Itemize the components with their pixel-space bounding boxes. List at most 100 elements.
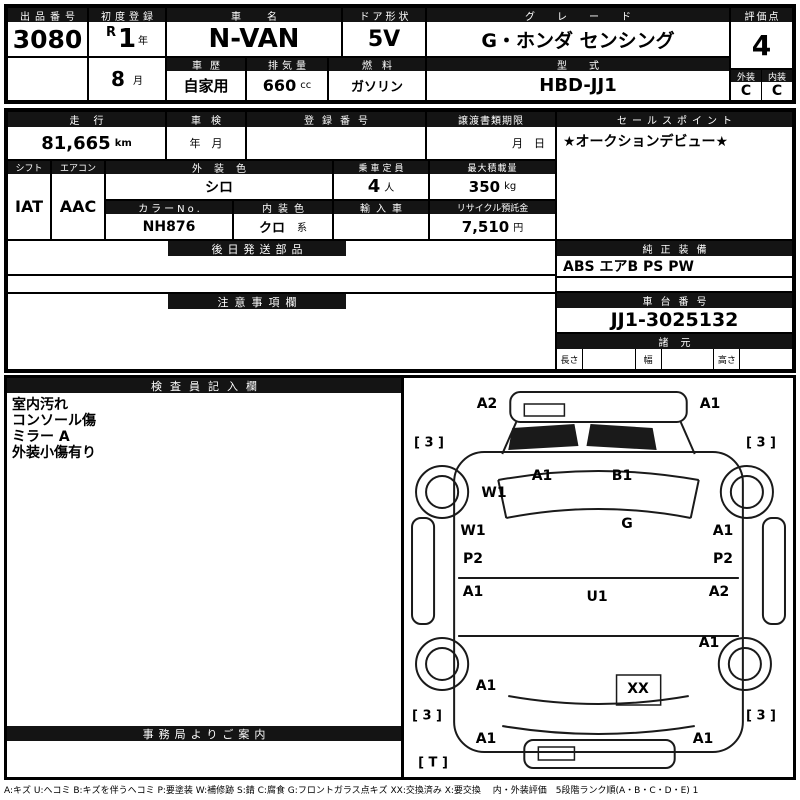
inspector-notes: 室内汚れ コンソール傷 ミラー A 外装小傷有り <box>12 397 96 461</box>
model-code-label: 型式 <box>427 58 729 71</box>
door-shape-label: ドア形状 <box>343 8 425 22</box>
damage-legend: A:キズ U:ヘコミ B:キズを伴うヘコミ P:要塗装 W:補修跡 S:錆 C:… <box>4 786 699 796</box>
interior-color-cell: 内装色 クロ 系 <box>233 200 333 240</box>
fuel-value: ガソリン <box>350 80 403 95</box>
damage-mark: A1 <box>699 396 721 412</box>
mileage-cell: 走行 81,665 km <box>7 111 166 160</box>
first-registration-month-cell: 8 月 <box>88 57 166 101</box>
import-value <box>334 214 428 239</box>
recycle-deposit-unit: 円 <box>513 223 524 234</box>
spec-width-label: 幅 <box>636 349 662 369</box>
damage-mark: A1 <box>475 731 497 747</box>
sales-point-cell: セールスポイント ★オークションデビュー★ <box>556 111 793 240</box>
history-cell: 車歴 自家用 <box>166 57 246 101</box>
import-cell: 輸入車 <box>333 200 429 240</box>
exterior-color-label: 外装色 <box>106 161 332 174</box>
damage-mark: [ 3 ] <box>746 435 776 451</box>
displacement-label: 排気量 <box>247 58 327 71</box>
damage-mark: A1 <box>712 523 734 539</box>
exhibit-no-label: 出品番号 <box>8 8 87 22</box>
interior-color-unit: 系 <box>297 223 307 234</box>
first-reg-month-unit: 月 <box>132 75 143 87</box>
damage-mark: W1 <box>481 485 507 501</box>
door-shape-cell: ドア形状 5V <box>342 7 426 57</box>
grade-value: G・ホンダ センシング <box>481 29 675 52</box>
registration-no-label: 登録番号 <box>247 112 425 127</box>
notes-label: 注意事項欄 <box>168 294 346 309</box>
recycle-deposit-cell: リサイクル預託金 7,510 円 <box>429 200 556 240</box>
spec-length-label: 長さ <box>557 349 583 369</box>
fuel-cell: 燃料 ガソリン <box>328 57 426 101</box>
damage-mark: [ 3 ] <box>412 708 442 724</box>
score-cell: 評価点 4 <box>730 7 793 69</box>
transfer-deadline-label: 譲渡書類期限 <box>427 112 555 127</box>
damage-mark: [ T ] <box>418 755 448 771</box>
registration-no-value <box>247 127 425 159</box>
exhibit-no-cell: 出品番号 3080 <box>7 7 88 57</box>
first-reg-month: 8 <box>111 67 125 91</box>
later-parts-cell: 後日発送部品 <box>7 240 556 293</box>
equipment-value: ABS エアB PS PW <box>563 259 694 275</box>
sales-point-label: セールスポイント <box>557 112 792 127</box>
damage-mark: A1 <box>475 678 497 694</box>
fuel-label: 燃料 <box>329 58 425 71</box>
damage-mark: A1 <box>531 468 553 484</box>
inspection-value: 年 月 <box>189 137 223 150</box>
import-label: 輸入車 <box>334 201 428 214</box>
aircon-value: AAC <box>59 197 97 216</box>
mileage-value: 81,665 <box>41 132 111 154</box>
score-label: 評価点 <box>731 8 792 22</box>
middle-section: 走行 81,665 km 車検 年 月 登録番号 譲渡書類期限 月 日 セールス… <box>4 108 796 373</box>
exhibit-no-empty-cell <box>7 57 88 101</box>
interior-color-label: 内装色 <box>234 201 332 214</box>
damage-mark: [ 3 ] <box>746 708 776 724</box>
displacement-unit: cc <box>300 80 312 91</box>
color-no-cell: カラーNo. NH876 <box>105 200 233 240</box>
chassis-no-cell: 車台番号 JJ1-3025132 <box>556 292 793 333</box>
specs-label: 諸元 <box>557 334 792 349</box>
first-registration-label: 初度登録 <box>89 8 165 22</box>
aircon-cell: エアコン AAC <box>51 160 105 240</box>
damage-mark: U1 <box>586 589 608 605</box>
displacement-cell: 排気量 660 cc <box>246 57 328 101</box>
first-registration-cell: 初度登録 R 1 年 <box>88 7 166 57</box>
shift-value: IAT <box>14 197 43 216</box>
exterior-color-value: シロ <box>205 179 233 196</box>
chassis-no-label: 車台番号 <box>557 293 792 308</box>
recycle-deposit-label: リサイクル預託金 <box>430 201 555 214</box>
inspector-note: ミラー A <box>12 429 70 445</box>
car-name-cell: 車名 N-VAN <box>166 7 342 57</box>
first-reg-year: 1 <box>117 24 137 54</box>
damage-mark: A2 <box>708 584 730 600</box>
damage-mark: B1 <box>611 468 633 484</box>
damage-mark: [ 3 ] <box>414 435 444 451</box>
transfer-deadline-cell: 譲渡書類期限 月 日 <box>426 111 556 160</box>
max-load-value: 350 <box>468 177 501 196</box>
office-label: 事務局よりご案内 <box>7 726 401 741</box>
car-name-value: N-VAN <box>208 24 300 54</box>
capacity-label: 乗車定員 <box>334 161 428 174</box>
notes-cell: 注意事項欄 <box>7 293 556 370</box>
specs-row: 長さ 幅 高さ <box>557 349 792 369</box>
top-section: 出品番号 3080 初度登録 R 1 年 8 月 車名 N-VAN 車歴 自家用 <box>4 4 796 104</box>
car-name-label: 車名 <box>167 8 341 22</box>
inspection-cell: 車検 年 月 <box>166 111 246 160</box>
interior-color-value: クロ <box>258 221 285 236</box>
capacity-unit: 人 <box>384 183 395 194</box>
capacity-value: 4 <box>367 176 381 197</box>
exhibit-no-value: 3080 <box>12 24 83 54</box>
max-load-cell: 最大積載量 350 kg <box>429 160 556 200</box>
later-parts-label: 後日発送部品 <box>168 241 346 256</box>
history-label: 車歴 <box>167 58 245 71</box>
equipment-empty-cell <box>556 277 793 292</box>
registration-no-cell: 登録番号 <box>246 111 426 160</box>
inspector-label: 検査員記入欄 <box>7 378 401 393</box>
shift-cell: シフト IAT <box>7 160 51 240</box>
grade-cell: グレード G・ホンダ センシング <box>426 7 730 57</box>
grade-label: グレード <box>427 8 729 22</box>
mileage-unit: km <box>114 137 132 149</box>
damage-mark: A2 <box>476 396 498 412</box>
inspector-note: コンソール傷 <box>12 413 96 429</box>
